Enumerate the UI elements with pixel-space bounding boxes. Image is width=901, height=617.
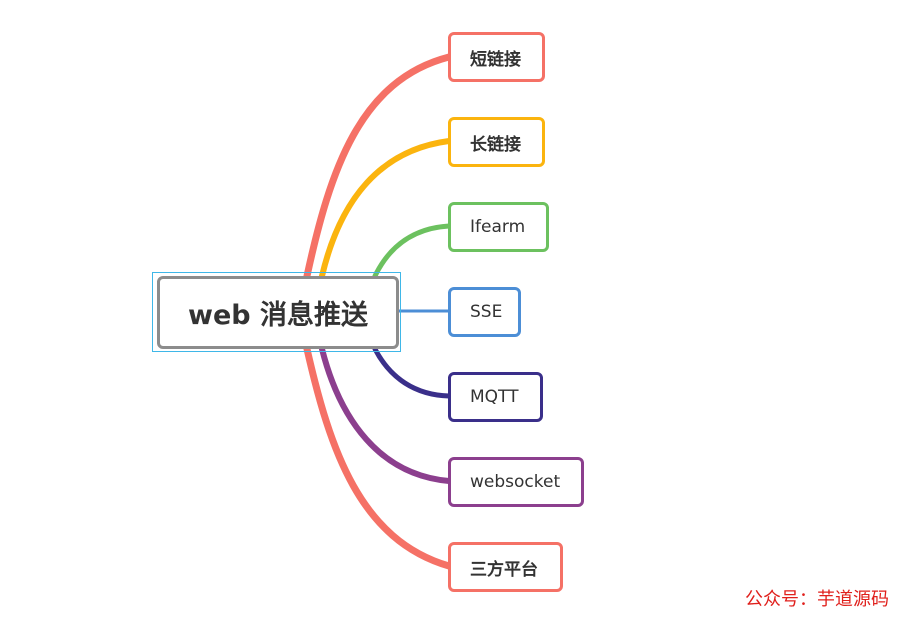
central-topic[interactable]: web 消息推送 bbox=[157, 276, 399, 349]
topic-third-party-platform[interactable]: 三方平台 bbox=[448, 542, 563, 592]
topic-short-link[interactable]: 短链接 bbox=[448, 32, 545, 82]
selection-frame bbox=[152, 272, 401, 352]
topic-long-link[interactable]: 长链接 bbox=[448, 117, 545, 167]
topic-websocket[interactable]: websocket bbox=[448, 457, 584, 507]
topic-ifearm[interactable]: Ifearm bbox=[448, 202, 549, 252]
connector-5 bbox=[319, 346, 452, 484]
topic-mqtt[interactable]: MQTT bbox=[448, 372, 543, 422]
watermark-text: 公众号：芋道源码 bbox=[745, 589, 889, 610]
connector-0 bbox=[303, 53, 453, 280]
connector-4 bbox=[372, 346, 452, 399]
connector-6 bbox=[303, 345, 453, 570]
connector-2 bbox=[372, 223, 452, 279]
topic-sse[interactable]: SSE bbox=[448, 287, 521, 337]
connector-1 bbox=[319, 138, 452, 279]
